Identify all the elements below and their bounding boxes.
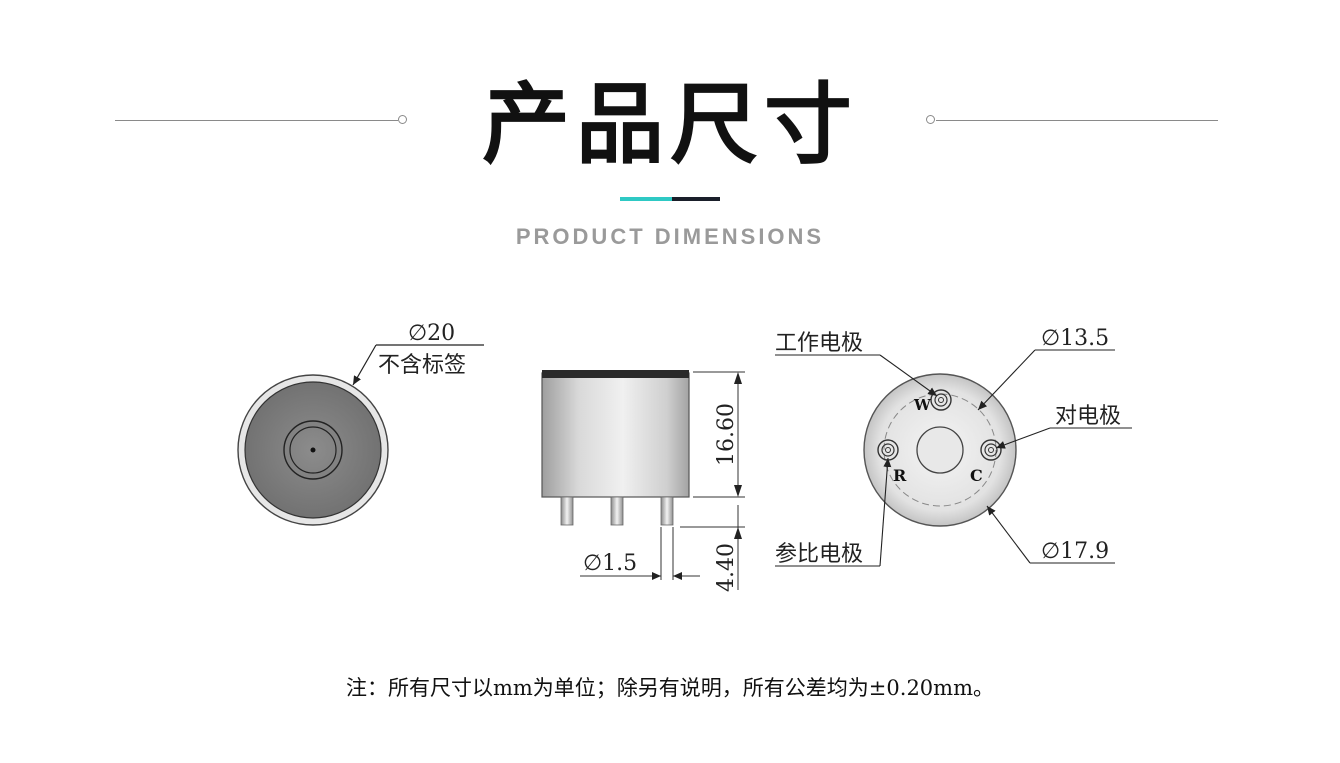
page-title: 产品尺寸	[481, 73, 858, 176]
pin-w-outer	[930, 389, 952, 411]
we-leader-arrow	[879, 354, 938, 397]
pin-r-marker: R	[893, 466, 907, 485]
pin-c-inner	[984, 443, 998, 457]
pin-r-core	[885, 447, 891, 453]
front-center-hole	[310, 447, 316, 453]
bottom-inner-dashed-circle	[883, 393, 997, 507]
accent-bar-teal	[620, 197, 672, 201]
pin-w-marker: W	[913, 396, 932, 414]
side-pin-left	[560, 496, 574, 526]
front-inner-ring-inner	[289, 426, 337, 474]
bottom-center-boss	[916, 426, 964, 474]
header-divider-right	[936, 120, 1218, 121]
side-body	[541, 372, 690, 498]
side-pin-length-label: 4.40	[714, 543, 739, 592]
header-divider-left	[115, 120, 398, 121]
re-leader-arrow	[879, 457, 892, 567]
inner-diameter-label: ∅13.5	[1041, 326, 1109, 351]
pin-c-core	[988, 447, 994, 453]
pin-c-marker: C	[970, 466, 983, 485]
front-view: ∅20 不含标签	[237, 321, 484, 526]
outer-dia-leader-arrow	[986, 505, 1031, 564]
page-subtitle: PRODUCT DIMENSIONS	[515, 224, 825, 249]
working-electrode-label: 工作电极	[775, 331, 863, 356]
outer-diameter-label: ∅17.9	[1041, 539, 1109, 564]
pin-r-inner	[881, 443, 895, 457]
reference-electrode-label: 参比电极	[775, 542, 863, 567]
side-pin-right	[660, 496, 674, 526]
side-top-cap	[542, 370, 689, 378]
pin-c-outer	[980, 439, 1002, 461]
front-inner-ring-outer	[283, 420, 343, 480]
accent-bar-dark	[672, 197, 720, 201]
pin-w-core	[938, 397, 944, 403]
front-diameter-label: ∅20	[408, 321, 455, 346]
side-pin-middle	[610, 496, 624, 526]
pin-w-inner	[934, 393, 948, 407]
units-tolerance-note: 注：所有尺寸以mm为单位；除另有说明，所有公差均为±0.20mm。	[345, 676, 994, 700]
inner-dia-leader-arrow	[977, 349, 1036, 411]
counter-electrode-label: 对电极	[1055, 404, 1121, 429]
front-label-note: 不含标签	[378, 353, 466, 378]
front-leader-arrow	[352, 344, 377, 386]
side-view: 16.60 4.40 ∅1.5	[541, 370, 745, 592]
bottom-view: W R C 工作电极 ∅13.5 对电极 参比电极 ∅17.9	[775, 326, 1132, 567]
side-height-label: 16.60	[714, 403, 739, 466]
side-pin-diameter-label: ∅1.5	[583, 551, 637, 576]
ce-leader-arrow	[995, 427, 1051, 449]
header-divider-dot-left	[398, 115, 407, 124]
header-divider-dot-right	[926, 115, 935, 124]
